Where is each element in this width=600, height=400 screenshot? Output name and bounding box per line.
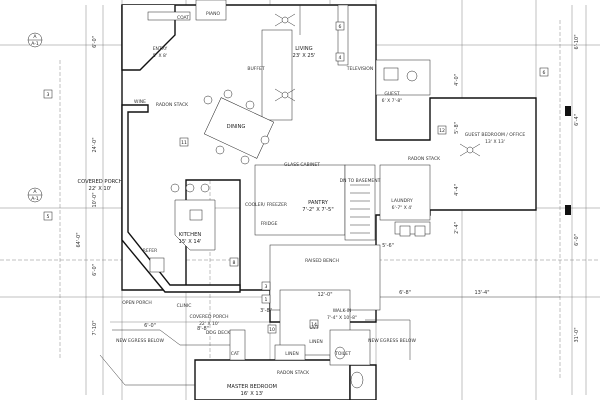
- room-fridge: FRIDGE: [261, 221, 278, 227]
- room-piano: PIANO: [206, 11, 220, 17]
- room-cat: CAT: [231, 351, 240, 357]
- room-living-name: LIVING: [295, 46, 312, 52]
- keynote-3b: 3: [265, 284, 268, 290]
- dim-left-6-0-top: 6'-0": [92, 36, 98, 48]
- room-walkin-name: WALK-IN: [333, 308, 352, 314]
- keynote-8: 8: [233, 260, 236, 266]
- dim-left-6-0-mid: 6'-0": [92, 264, 98, 276]
- room-master-bedroom-size: 16' X 13': [241, 391, 264, 397]
- room-linen-1: LINEN: [285, 351, 298, 357]
- dim-bottom-13-4: 13'-4": [474, 290, 489, 296]
- room-new-egress-left: NEW EGRESS BELOW: [116, 338, 164, 344]
- room-wine: WINE: [134, 99, 146, 105]
- room-radon-stack: RADON STACK: [156, 102, 189, 108]
- dim-right-2-4: 2'-4": [454, 222, 460, 234]
- keynote-6b: 6: [543, 70, 546, 76]
- room-living-size: 23' X 25': [293, 53, 316, 59]
- dim-bottom-6-0: 6'-0": [144, 323, 156, 329]
- dim-left-10-0: 10'-0": [92, 192, 98, 207]
- dimension-labels: 6'-0" 24'-0" 6'-0" 64'-0" 10'-0" 7'-10" …: [76, 34, 580, 342]
- room-laundry-size: 6'-7" X 4': [392, 205, 413, 211]
- keynote-3: 3: [47, 92, 50, 98]
- guest-bath-fixtures: [334, 67, 426, 389]
- room-dog-deck: DOG DECK: [206, 330, 231, 336]
- room-kitchen-name: KITCHEN: [179, 232, 202, 238]
- room-guest-bedroom-size: 13' X 13': [485, 139, 505, 145]
- keynote-1: 1: [265, 297, 268, 303]
- room-open-porch: OPEN PORCH: [122, 300, 152, 306]
- room-tv: TELEVISION: [346, 66, 373, 72]
- room-linen-2: LINEN: [309, 339, 322, 345]
- section-marker-top-sheet: A-1: [31, 41, 39, 47]
- room-labels: COAT PIANO ENTRY 5' X 8' LIVING 23' X 25…: [77, 11, 525, 397]
- keynote-11: 11: [181, 140, 187, 146]
- kitchen-island: [149, 183, 216, 273]
- section-marker-mid-letter: A: [33, 189, 37, 195]
- dim-left-24-0: 24'-0": [92, 137, 98, 152]
- dim-right-31-0: 31'-0": [574, 327, 580, 342]
- dim-right-4-4: 4'-4": [454, 184, 460, 196]
- room-covered-porch2-size: 22' X 10': [199, 321, 219, 327]
- walls: [121, 4, 537, 400]
- room-radon-stack-2: RADON STACK: [408, 156, 441, 162]
- room-dn-basement: DN TO BASEMENT: [340, 178, 381, 184]
- room-buffet: BUFFET: [247, 66, 264, 72]
- dining-table: [203, 89, 275, 165]
- dim-left-7-10: 7'-10": [92, 320, 98, 335]
- room-master-bedroom-name: MASTER BEDROOM: [227, 384, 277, 390]
- dim-right-5-8: 5'-8": [454, 122, 460, 134]
- dim-right-4-0: 4'-0": [454, 74, 460, 86]
- room-radon-stack-3: RADON STACK: [277, 370, 310, 376]
- room-covered-porch-name: COVERED PORCH: [77, 179, 122, 185]
- room-covered-porch-size: 22' X 10': [89, 186, 112, 192]
- wall-end-marker: [565, 106, 571, 116]
- dim-mid-12-0: 12'-0": [317, 292, 332, 298]
- room-raised-bench: RAISED BENCH: [305, 258, 339, 264]
- dim-mid-3-8: 3'-8": [260, 308, 272, 314]
- room-new-egress-right: NEW EGRESS BELOW: [368, 338, 416, 344]
- room-guest-size: 6' X 7'-8": [382, 98, 403, 104]
- room-cooler-freezer: COOLER/ FREEZER: [245, 202, 287, 208]
- dim-right-6-4: 6'-4": [574, 114, 580, 126]
- room-clinic: CLINIC: [177, 303, 192, 309]
- section-marker-top: A A-1: [27, 32, 43, 48]
- dim-bottom-8-8: 8'-8": [197, 326, 209, 332]
- keynote-10: 10: [269, 327, 275, 333]
- keynote-boxes: 3 5 11 8 6 4 6 12 3 1 14 10: [43, 21, 549, 334]
- room-kitchen-size: 15' X 14': [179, 239, 202, 245]
- room-walkin-size: 7'-4" X 10'-8": [327, 315, 357, 321]
- room-uvt: UVT: [309, 325, 318, 331]
- dim-right-6-0: 6'-0": [574, 234, 580, 246]
- section-marker-mid: A A-1: [27, 187, 43, 203]
- room-entry-name: ENTRY: [153, 46, 168, 52]
- room-pantry-name: PANTRY: [308, 200, 329, 206]
- room-guest-name: GUEST: [384, 91, 399, 97]
- dim-mid-5-6: 5'-6": [382, 243, 394, 249]
- room-refer: REFER: [143, 248, 158, 254]
- room-guest-bedroom-name: GUEST BEDROOM / OFFICE: [465, 132, 526, 138]
- room-dining: DINING: [227, 124, 246, 130]
- room-laundry-name: LAUNDRY: [391, 198, 413, 204]
- dim-right-6-10: 6'-10": [574, 34, 580, 49]
- room-pantry-size: 7'-2" X 7'-5": [302, 207, 333, 213]
- dim-bottom-6-8: 6'-8": [399, 290, 411, 296]
- room-entry-size: 5' X 8': [153, 53, 167, 59]
- wall-end-marker: [565, 205, 571, 215]
- keynote-6: 6: [339, 24, 342, 30]
- room-glass-cabinet: GLASS CABINET: [284, 162, 320, 168]
- section-marker-top-letter: A: [33, 34, 37, 40]
- interior-walls: [99, 0, 431, 386]
- section-marker-mid-sheet: A-1: [31, 196, 39, 202]
- dim-left-64-0: 64'-0": [76, 232, 82, 247]
- room-coat: COAT: [177, 15, 189, 21]
- keynote-5: 5: [47, 214, 50, 220]
- keynote-4: 4: [339, 55, 342, 61]
- keynote-14: 14: [311, 322, 317, 328]
- room-toilet: TOILET: [334, 351, 351, 357]
- room-covered-porch2-name: COVERED PORCH: [189, 314, 228, 320]
- ceiling-fans: [274, 13, 481, 157]
- keynote-12: 12: [439, 128, 445, 134]
